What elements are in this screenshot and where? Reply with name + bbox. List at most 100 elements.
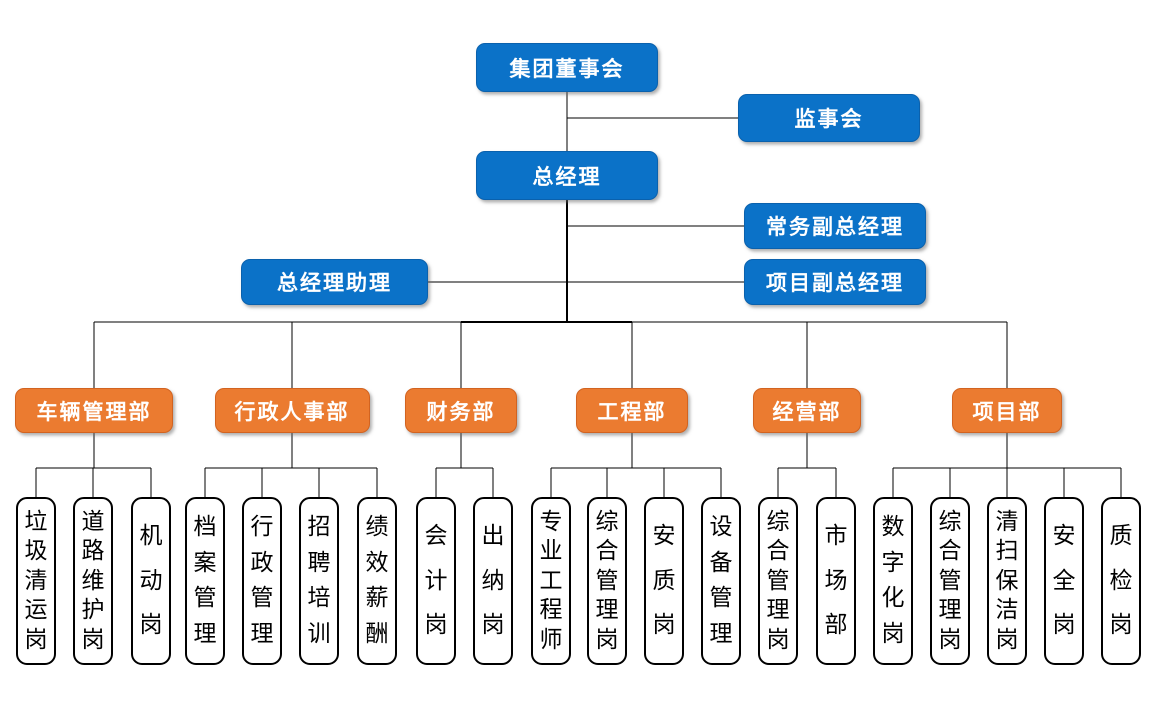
position-box: 会计岗 [416, 497, 456, 665]
position-box: 数字化岗 [873, 497, 913, 665]
position-label-char: 质 [652, 567, 676, 594]
position-label-char: 管 [766, 567, 790, 594]
position-label-char: 扫 [995, 538, 1019, 564]
position-label-char: 专 [539, 508, 563, 535]
position-box: 出纳岗 [473, 497, 513, 665]
position-box: 档案管理 [185, 497, 225, 665]
position-label-char: 质 [1109, 523, 1133, 550]
position-label-char: 岗 [652, 611, 676, 638]
position-label-char: 岗 [24, 626, 48, 653]
position-label-char: 护 [81, 597, 105, 623]
position-label-char: 行 [250, 514, 274, 541]
node-gm-assistant-label: 总经理助理 [277, 271, 392, 295]
position-label-char: 案 [193, 549, 217, 576]
position-label-char: 安 [1052, 523, 1076, 550]
position-label-char: 动 [139, 567, 163, 594]
position-label-char: 理 [766, 597, 790, 623]
position-label-char: 道 [81, 508, 105, 535]
position-box: 专业工程师 [531, 497, 571, 665]
node-gm-assistant: 总经理助理 [241, 259, 428, 305]
position-label-char: 清 [24, 567, 48, 594]
position-label-char: 岗 [595, 626, 619, 653]
position-label-char: 档 [193, 514, 217, 541]
department-label: 经营部 [772, 399, 842, 424]
position-label-char: 训 [307, 620, 331, 647]
position-label-char: 管 [193, 585, 217, 612]
position-box: 行政管理 [242, 497, 282, 665]
position-label-char: 政 [250, 549, 274, 576]
position-label-char: 岗 [938, 626, 962, 653]
position-label-char: 理 [709, 620, 733, 647]
position-box: 垃圾清运岗 [16, 497, 56, 665]
position-label-char: 洁 [995, 597, 1019, 623]
department-box: 项目部 [952, 388, 1062, 433]
position-label-char: 管 [250, 585, 274, 612]
position-label-char: 机 [139, 523, 163, 550]
department-label: 行政人事部 [234, 399, 350, 424]
position-label-char: 数 [881, 514, 905, 541]
position-box: 机动岗 [131, 497, 171, 665]
position-label-char: 市 [824, 523, 848, 550]
position-box: 绩效薪酬 [357, 497, 397, 665]
department-box: 行政人事部 [214, 388, 370, 433]
position-label-char: 综 [595, 508, 619, 535]
position-label-char: 部 [824, 611, 848, 638]
position-label-char: 岗 [881, 620, 905, 647]
node-general-manager-label: 总经理 [532, 164, 602, 189]
position-box: 清扫保洁岗 [987, 497, 1027, 665]
position-box: 质检岗 [1101, 497, 1141, 665]
position-label-char: 理 [938, 597, 962, 623]
position-label-char: 场 [824, 567, 848, 594]
position-label-char: 全 [1052, 567, 1076, 594]
position-label-char: 效 [365, 549, 389, 576]
position-box: 综合管理岗 [930, 497, 970, 665]
position-label-char: 维 [81, 567, 105, 594]
position-label-char: 检 [1109, 567, 1133, 594]
position-label-char: 岗 [766, 626, 790, 653]
position-label-char: 路 [81, 538, 105, 564]
position-label-char: 业 [539, 538, 563, 564]
position-label-char: 清 [995, 508, 1019, 535]
position-label-char: 酬 [365, 620, 389, 647]
node-exec-deputy-gm: 常务副总经理 [744, 203, 926, 249]
department-box: 财务部 [405, 388, 517, 433]
position-label-char: 岗 [481, 611, 505, 638]
position-label-char: 综 [766, 508, 790, 535]
position-box: 市场部 [816, 497, 856, 665]
position-label-char: 管 [595, 567, 619, 594]
node-exec-deputy-gm-label: 常务副总经理 [766, 215, 904, 239]
department-label: 工程部 [597, 399, 667, 424]
position-label-char: 会 [424, 523, 448, 550]
position-box: 道路维护岗 [73, 497, 113, 665]
position-label-char: 垃 [24, 508, 48, 535]
position-label-char: 合 [766, 538, 790, 564]
position-box: 招聘培训 [299, 497, 339, 665]
position-label-char: 合 [938, 538, 962, 564]
position-label-char: 理 [193, 620, 217, 647]
position-label-char: 管 [709, 585, 733, 612]
position-box: 安质岗 [644, 497, 684, 665]
node-supervisory-board-label: 监事会 [794, 107, 864, 131]
position-label-char: 岗 [424, 611, 448, 638]
node-board: 集团董事会 [476, 43, 658, 92]
department-box: 经营部 [753, 388, 861, 433]
position-label-char: 工 [539, 567, 563, 594]
department-box: 工程部 [576, 388, 688, 433]
position-label-char: 理 [250, 620, 274, 647]
node-general-manager: 总经理 [476, 151, 658, 200]
position-label-char: 设 [709, 514, 733, 541]
position-label-char: 运 [24, 597, 48, 623]
position-label-char: 安 [652, 523, 676, 550]
department-box: 车辆管理部 [15, 388, 173, 433]
department-label: 财务部 [426, 399, 496, 424]
node-project-deputy-gm-label: 项目副总经理 [766, 271, 904, 295]
node-board-label: 集团董事会 [509, 56, 625, 81]
position-label-char: 计 [424, 567, 448, 594]
position-label-char: 程 [539, 597, 563, 623]
position-label-char: 圾 [24, 538, 48, 564]
position-label-char: 招 [307, 514, 331, 541]
position-label-char: 纳 [481, 567, 505, 594]
position-label-char: 岗 [81, 626, 105, 653]
